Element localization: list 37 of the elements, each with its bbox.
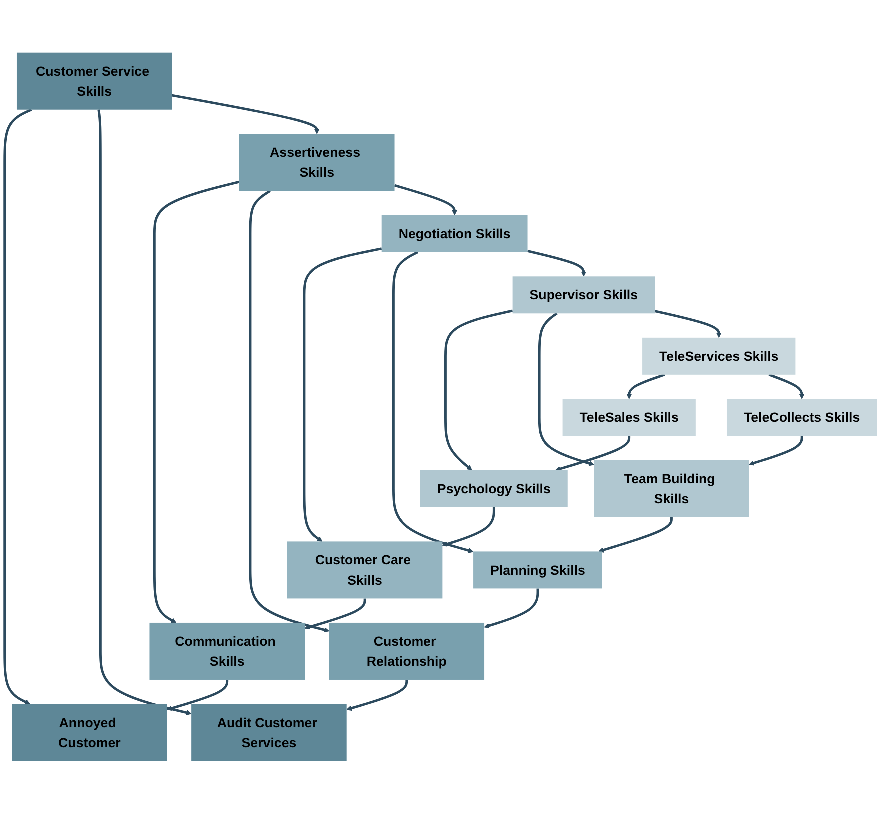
arrow [654,310,722,339]
arrow [527,250,587,278]
arrow [394,184,458,216]
arrow [4,109,32,706]
arrow [555,436,631,472]
arrow [626,374,666,400]
node-box: Negotiation Skills [382,216,528,253]
arrow [538,313,594,467]
node-box: Customer Relationship [329,623,485,680]
node-box: Annoyed Customer [12,704,168,762]
node-box: Psychology Skills [420,470,568,508]
node-box: TeleSales Skills [562,400,696,437]
node-box: TeleCollects Skills [727,400,878,437]
arrow [768,374,805,400]
node-box: Team Building Skills [594,460,750,518]
arrow [444,310,514,472]
node-box: TeleServices Skills [642,338,796,376]
node-box: Audit Customer Services [192,704,347,762]
arrow [172,94,320,135]
arrow [249,190,330,634]
arrow [304,599,366,630]
node-box: Customer Care Skills [287,542,443,600]
node-box: Supervisor Skills [512,277,656,314]
node-box: Customer Service Skills [16,53,172,110]
arrow [392,252,474,554]
arrow [749,436,804,466]
node-box: Assertiveness Skills [240,134,395,192]
arrow [153,181,240,624]
arrow [346,680,408,712]
arrow [167,680,229,712]
node-box: Communication Skills [150,623,305,680]
arrow [98,110,192,716]
arrow [598,518,673,554]
node-box: Planning Skills [474,552,602,590]
arrow [442,508,496,548]
arrow [484,589,540,629]
arrow [303,248,382,542]
